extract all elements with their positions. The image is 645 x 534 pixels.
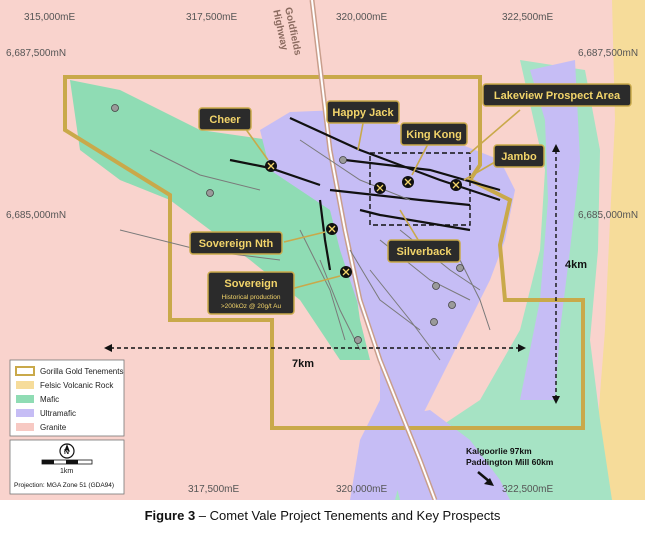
- lakeview-area-box: [369, 152, 471, 226]
- ultramafic-unit-south: [380, 410, 510, 500]
- svg-text:Projection: MGA Zone 51 (GDA94: Projection: MGA Zone 51 (GDA94): [14, 482, 114, 489]
- svg-text:1km: 1km: [60, 468, 73, 475]
- svg-text:Lakeview Prospect Area: Lakeview Prospect Area: [494, 90, 621, 102]
- tenement-boundary: [63, 75, 585, 430]
- svg-text:King Kong: King Kong: [406, 129, 462, 141]
- destination-line2: Paddington Mill 60km: [466, 457, 554, 467]
- svg-text:Historical production: Historical production: [222, 294, 281, 301]
- figure-number: Figure 3: [144, 508, 196, 523]
- ultramafic-unit: [260, 110, 515, 500]
- label-jambo: Jambo: [493, 144, 545, 168]
- label-king-kong: King Kong: [400, 122, 468, 146]
- svg-text:320,000mE: 320,000mE: [336, 484, 387, 495]
- destination-line1: Kalgoorlie 97km: [466, 446, 532, 456]
- tenement-map: Cheer Happy Jack King Kong Lakeview Pros…: [0, 0, 645, 500]
- figure-caption: Figure 3 – Comet Vale Project Tenements …: [0, 508, 645, 523]
- grid-labels: 315,000mE 317,500mE 320,000mE 322,500mE …: [6, 12, 638, 495]
- north-arrow-scale: N 1km Projection: MGA Zone 51 (GDA94): [9, 439, 125, 495]
- svg-text:Ultramafic: Ultramafic: [40, 409, 76, 418]
- svg-text:Sovereign Nth: Sovereign Nth: [199, 238, 274, 250]
- svg-text:Sovereign: Sovereign: [224, 278, 277, 290]
- svg-text:6,685,000mN: 6,685,000mN: [6, 210, 66, 221]
- label-happy-jack: Happy Jack: [326, 100, 400, 124]
- ultramafic-unit-east: [520, 60, 580, 400]
- svg-text:322,500mE: 322,500mE: [502, 12, 553, 23]
- svg-text:N: N: [64, 449, 69, 456]
- svg-text:Gorilla Gold Tenements: Gorilla Gold Tenements: [40, 367, 123, 376]
- svg-text:320,000mE: 320,000mE: [336, 12, 387, 23]
- svg-text:Jambo: Jambo: [501, 151, 537, 163]
- label-sovereign: Sovereign Historical production >200kOz …: [207, 271, 295, 315]
- svg-text:6,685,000mN: 6,685,000mN: [578, 210, 638, 221]
- svg-text:315,000mE: 315,000mE: [24, 12, 75, 23]
- svg-text:Felsic Volcanic Rock: Felsic Volcanic Rock: [40, 381, 114, 390]
- svg-text:Happy Jack: Happy Jack: [332, 107, 394, 119]
- figure-title: – Comet Vale Project Tenements and Key P…: [195, 508, 501, 523]
- label-cheer: Cheer: [198, 107, 252, 131]
- svg-text:Cheer: Cheer: [209, 114, 241, 126]
- svg-text:>200kOz @ 20g/t Au: >200kOz @ 20g/t Au: [221, 303, 282, 310]
- svg-text:6,687,500mN: 6,687,500mN: [6, 48, 66, 59]
- svg-text:Granite: Granite: [40, 423, 67, 432]
- felsic-unit: [598, 0, 645, 500]
- label-sovereign-nth: Sovereign Nth: [189, 231, 283, 255]
- label-lakeview: Lakeview Prospect Area: [482, 83, 632, 107]
- prospect-markers: [265, 160, 462, 278]
- svg-text:6,687,500mN: 6,687,500mN: [578, 48, 638, 59]
- width-label: 7km: [292, 358, 314, 370]
- height-label: 4km: [565, 259, 587, 271]
- svg-text:317,500mE: 317,500mE: [186, 12, 237, 23]
- legend: Gorilla Gold Tenements Felsic Volcanic R…: [9, 359, 125, 437]
- svg-text:322,500mE: 322,500mE: [502, 484, 553, 495]
- svg-text:Mafic: Mafic: [40, 395, 59, 404]
- label-silverback: Silverback: [387, 239, 461, 263]
- historic-workings: [111, 104, 464, 344]
- svg-text:Silverback: Silverback: [396, 246, 452, 258]
- svg-text:317,500mE: 317,500mE: [188, 484, 239, 495]
